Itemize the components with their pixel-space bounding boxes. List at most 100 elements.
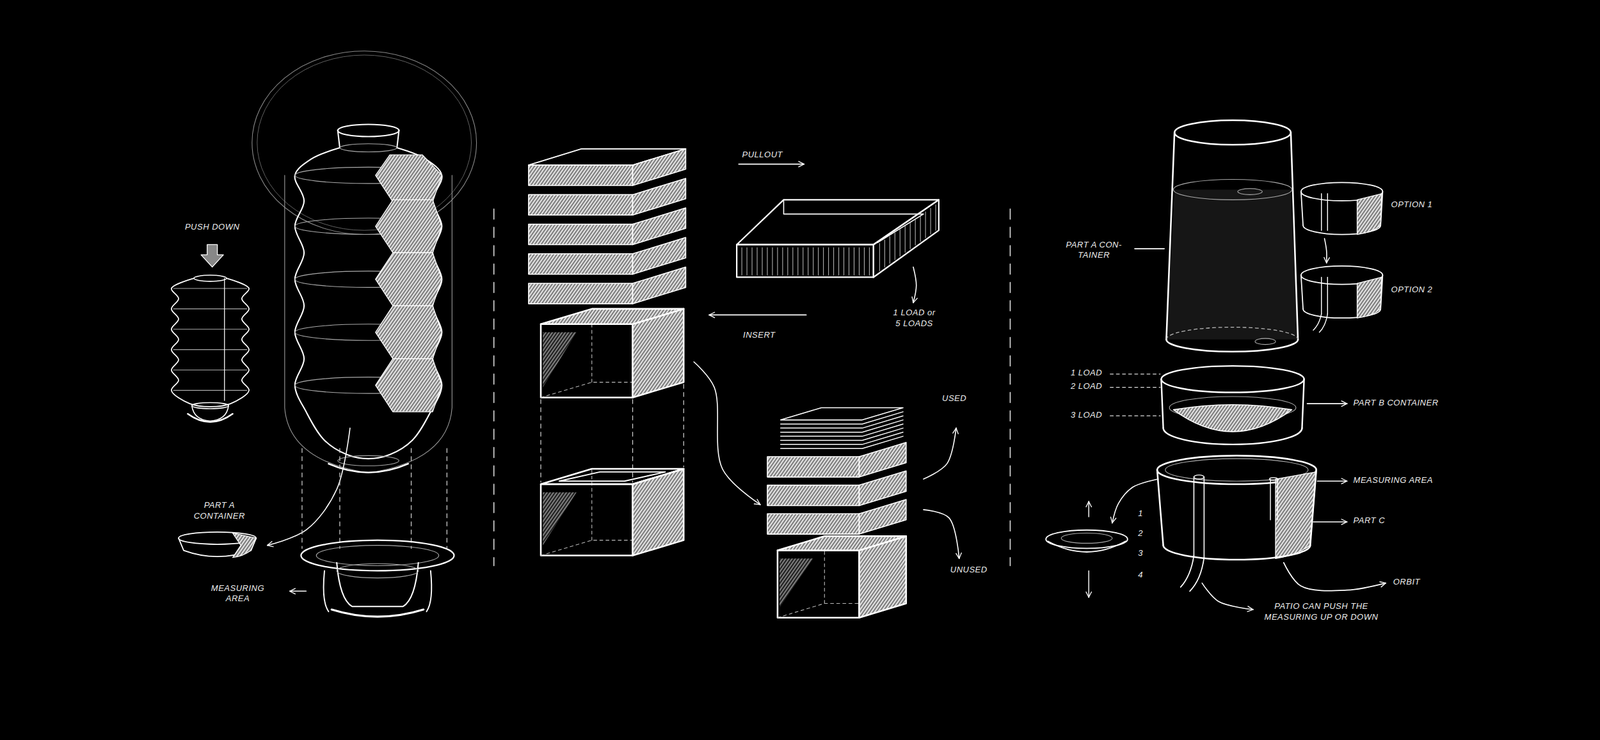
tray-top [736, 199, 939, 245]
layer-side [632, 208, 687, 245]
orbit-arrow [1283, 563, 1386, 592]
tray-ribs [935, 204, 937, 231]
tray-ribs [843, 247, 845, 276]
sheet-edge [780, 428, 904, 441]
callout-number: 2 [1136, 528, 1145, 539]
tray-ribs [797, 247, 799, 276]
projection-line [301, 448, 303, 549]
part-label: PART C [1352, 515, 1387, 527]
tray-ribs [889, 236, 891, 264]
compressed-bottle-top [193, 275, 227, 282]
sheet-edge [780, 420, 904, 433]
box-shade [542, 332, 577, 388]
action-label: PULLOUT [741, 149, 784, 160]
part-c-pipe [1193, 477, 1195, 557]
callout-number: 4 [1136, 570, 1145, 581]
layer-front [528, 165, 633, 186]
compressed-ridge [173, 328, 248, 330]
part-label: MEASURING AREA [206, 583, 270, 605]
unused-arrow [923, 510, 960, 559]
bottle-neck-rim [337, 124, 400, 137]
part-a-cylinder-top [1174, 120, 1291, 145]
tray-ribs [771, 247, 773, 276]
tray-rim [783, 199, 923, 243]
tray-ribs [833, 247, 834, 276]
part-b-side [1301, 379, 1304, 429]
box-front [540, 324, 633, 399]
compressed-ridge [173, 369, 248, 371]
sheet-edge [780, 436, 904, 449]
layer-side [858, 499, 906, 535]
bottle-base [337, 455, 400, 466]
layer-front [528, 194, 633, 216]
sheet-edge [780, 432, 904, 445]
action-label: ORBIT [1392, 577, 1422, 588]
box-top [540, 309, 684, 325]
part-c-pipe-top [1269, 478, 1278, 482]
layer-front [528, 224, 633, 246]
tray-ribs [848, 247, 850, 276]
part-c-bottom [1163, 545, 1311, 560]
option-label: OPTION 2 [1390, 284, 1435, 296]
water-line [1173, 179, 1293, 200]
layer-front [528, 283, 633, 304]
leader-arrow [1317, 480, 1347, 482]
part-a-cylinder-side [1290, 132, 1298, 340]
tray-ribs [823, 247, 824, 276]
level-leader [1110, 416, 1161, 417]
part-b-top [1160, 366, 1304, 393]
level-leader [1110, 373, 1161, 375]
bottle-base [328, 464, 408, 473]
flow-arrow [693, 362, 761, 505]
bowl-inner [316, 545, 439, 567]
pullout-arrow [738, 163, 804, 166]
level-label: 3 LOAD [1069, 410, 1104, 421]
tray-ribs [869, 247, 870, 276]
note-label: PUSH DOWN [183, 222, 241, 233]
option-label: OPTION 1 [1390, 199, 1435, 210]
outlet-pipe [1189, 558, 1204, 592]
bowl-base [323, 570, 329, 612]
layer-side [858, 442, 906, 478]
layer-front [767, 485, 859, 507]
part-c-side [1157, 470, 1164, 546]
action-label: UNUSED [949, 565, 989, 576]
leader-line [1134, 248, 1165, 250]
tray-ribs [746, 247, 748, 276]
sheet-edge [780, 416, 904, 429]
option-shading [1357, 277, 1382, 319]
layer-side [632, 149, 687, 186]
hidden-edge [777, 536, 907, 618]
box-top [540, 469, 684, 485]
option-shading [1357, 193, 1382, 235]
box-opening [559, 472, 666, 482]
tray-ribs [787, 247, 788, 276]
tray-ribs [812, 247, 814, 276]
projection-line [446, 448, 448, 549]
tray-ribs [910, 222, 911, 249]
cylinder-back [1166, 327, 1298, 340]
move-arrow [1088, 570, 1089, 598]
leader-arrow [1201, 583, 1254, 610]
illustration [171, 51, 1386, 619]
compressed-ridge [173, 349, 248, 351]
bottle-shading [375, 154, 443, 202]
section-divider [493, 209, 495, 567]
flow-arrow [1112, 479, 1159, 524]
option-pipe [1320, 193, 1322, 231]
tray-ribs [752, 247, 753, 276]
tray-ribs [930, 208, 932, 235]
layer-front [767, 456, 859, 478]
part-label: PART A CONTAINER [187, 500, 251, 522]
part-label: PART A CON- TAINER [1062, 240, 1126, 262]
leader-arrow [1313, 521, 1348, 523]
hidden-edge [540, 469, 684, 556]
part-label: MEASURING AREA [1352, 475, 1435, 486]
tray-ribs [894, 232, 896, 260]
bottle-shading [375, 252, 443, 306]
box-shade [779, 558, 814, 608]
tray-ribs [838, 247, 840, 276]
tray-ribs [762, 247, 763, 276]
sheet-edge [780, 424, 904, 437]
